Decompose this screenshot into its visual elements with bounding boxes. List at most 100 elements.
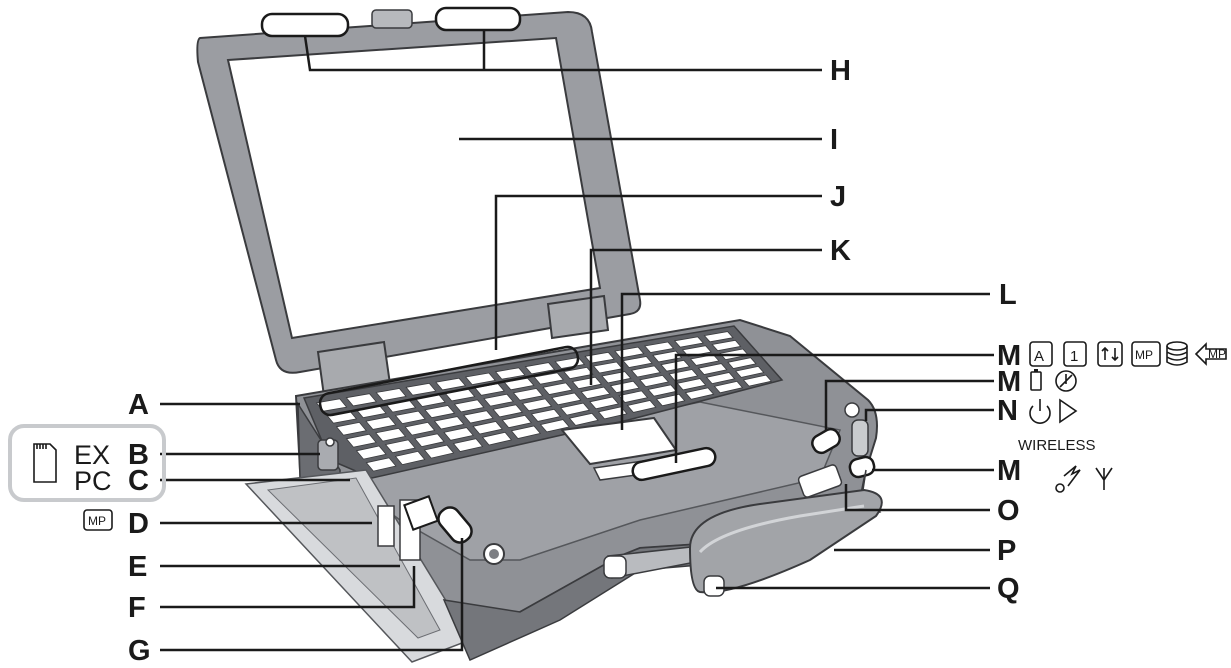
keyboard-key [463, 410, 494, 424]
keyboard-key [568, 412, 599, 426]
keyboard-key [742, 374, 773, 387]
keyboard-key [539, 419, 570, 433]
keyboard-key [622, 356, 653, 368]
battery-power-led-pod [811, 427, 841, 455]
power-icon [1029, 399, 1051, 424]
led-indicator-strip [631, 446, 717, 482]
keyboard-key [563, 366, 594, 380]
carry-handle [688, 488, 883, 594]
keyboard-key [492, 404, 524, 418]
keyboard-key [404, 421, 436, 436]
label-d: D [128, 508, 149, 540]
label-a: A [128, 389, 149, 421]
label-m-3: M [997, 455, 1021, 487]
keyboard-key [533, 372, 565, 385]
keyboard-key [580, 386, 611, 400]
mp-icon-left [83, 509, 113, 531]
keyboard-key [443, 427, 474, 441]
keyboard-key [501, 414, 533, 429]
keyboard-key [626, 400, 657, 413]
mp-label-left: MP [88, 514, 106, 528]
handle-clip-right [797, 464, 843, 498]
label-m-2: M [997, 366, 1021, 398]
lid-latch-right [434, 6, 522, 32]
keyboard-key [494, 367, 526, 380]
keyboard-key [589, 396, 620, 410]
keyboard-key [394, 410, 426, 425]
keyboard-keys [315, 331, 773, 472]
label-j: J [830, 181, 846, 213]
caps-lock-icon: A [1029, 341, 1053, 367]
ex-card-label: EX [74, 440, 110, 470]
keyboard-key [355, 445, 387, 460]
keyboard-key [711, 339, 742, 352]
play-icon [1059, 398, 1078, 424]
keyboard-key [365, 416, 397, 430]
keyboard-key [414, 433, 445, 448]
sd-card-icon [33, 443, 57, 483]
keyboard-key [652, 350, 683, 363]
keyboard-key [551, 392, 582, 406]
label-e: E [128, 551, 147, 583]
right-legend: A 1 MP MP [1018, 341, 1227, 493]
leader-lines [160, 30, 994, 652]
label-f: F [128, 592, 146, 624]
keyboard-key [453, 399, 485, 413]
keyboard-key [483, 393, 514, 407]
numeric-lock-icon: 1 [1063, 341, 1087, 367]
keyboard-key [524, 362, 556, 375]
keyboard-key [521, 398, 553, 412]
lid-latch-center [371, 9, 413, 29]
keyboard-key [734, 365, 765, 378]
wireless-lan-icon [1055, 465, 1081, 493]
keyboard-key [375, 388, 407, 402]
keyboard-key [559, 402, 591, 416]
keyboard-key [510, 425, 542, 439]
antenna-icon [1095, 467, 1113, 490]
lid-latch-left [260, 12, 350, 38]
left-legend: EX PC MP [8, 424, 166, 531]
mp-arrow-icon: MP [1194, 342, 1227, 366]
label-i: I [830, 124, 838, 156]
keyboard-key [601, 371, 632, 384]
keyboard-key [452, 438, 484, 452]
label-n: N [997, 395, 1018, 427]
lcd-screen [226, 36, 602, 340]
scroll-lock-icon [1097, 341, 1123, 367]
label-l: L [999, 279, 1017, 311]
mp-indicator-icon: MP [1131, 341, 1161, 367]
keyboard-key [609, 380, 640, 394]
keyboard-key [481, 431, 513, 446]
hinge-right [546, 294, 610, 340]
keyboard-key [530, 408, 562, 422]
keyboard-key [676, 378, 707, 391]
port-e [403, 495, 439, 531]
smart-card-slot [377, 505, 395, 547]
laptop-illustration [196, 6, 883, 663]
keyboard-key [584, 351, 615, 364]
label-g: G [128, 635, 151, 667]
keyboard-key [365, 457, 397, 472]
pc-card-label: PC [74, 466, 112, 496]
handle-clip-left [603, 555, 627, 579]
power-switch [851, 419, 869, 457]
keyboard-key [571, 376, 603, 390]
keyboard-key [684, 387, 715, 400]
keyboard-key [697, 363, 728, 375]
keyboard-key [673, 336, 704, 348]
keyboard-key [630, 365, 661, 378]
keyboard-key [512, 388, 544, 401]
keyboard-key [464, 372, 496, 386]
keyboard-key [542, 382, 573, 395]
keyboard-key [705, 372, 736, 385]
keyboard-key [375, 427, 407, 442]
keyboard-key [394, 450, 426, 466]
keyboard-key [703, 331, 734, 343]
keyboard-key [345, 433, 377, 448]
label-c: C [128, 465, 149, 497]
keyboard-key [597, 406, 628, 420]
svg-text:MP: MP [1135, 348, 1153, 362]
keyboard-key [727, 357, 757, 369]
port-g-pod [437, 506, 473, 544]
